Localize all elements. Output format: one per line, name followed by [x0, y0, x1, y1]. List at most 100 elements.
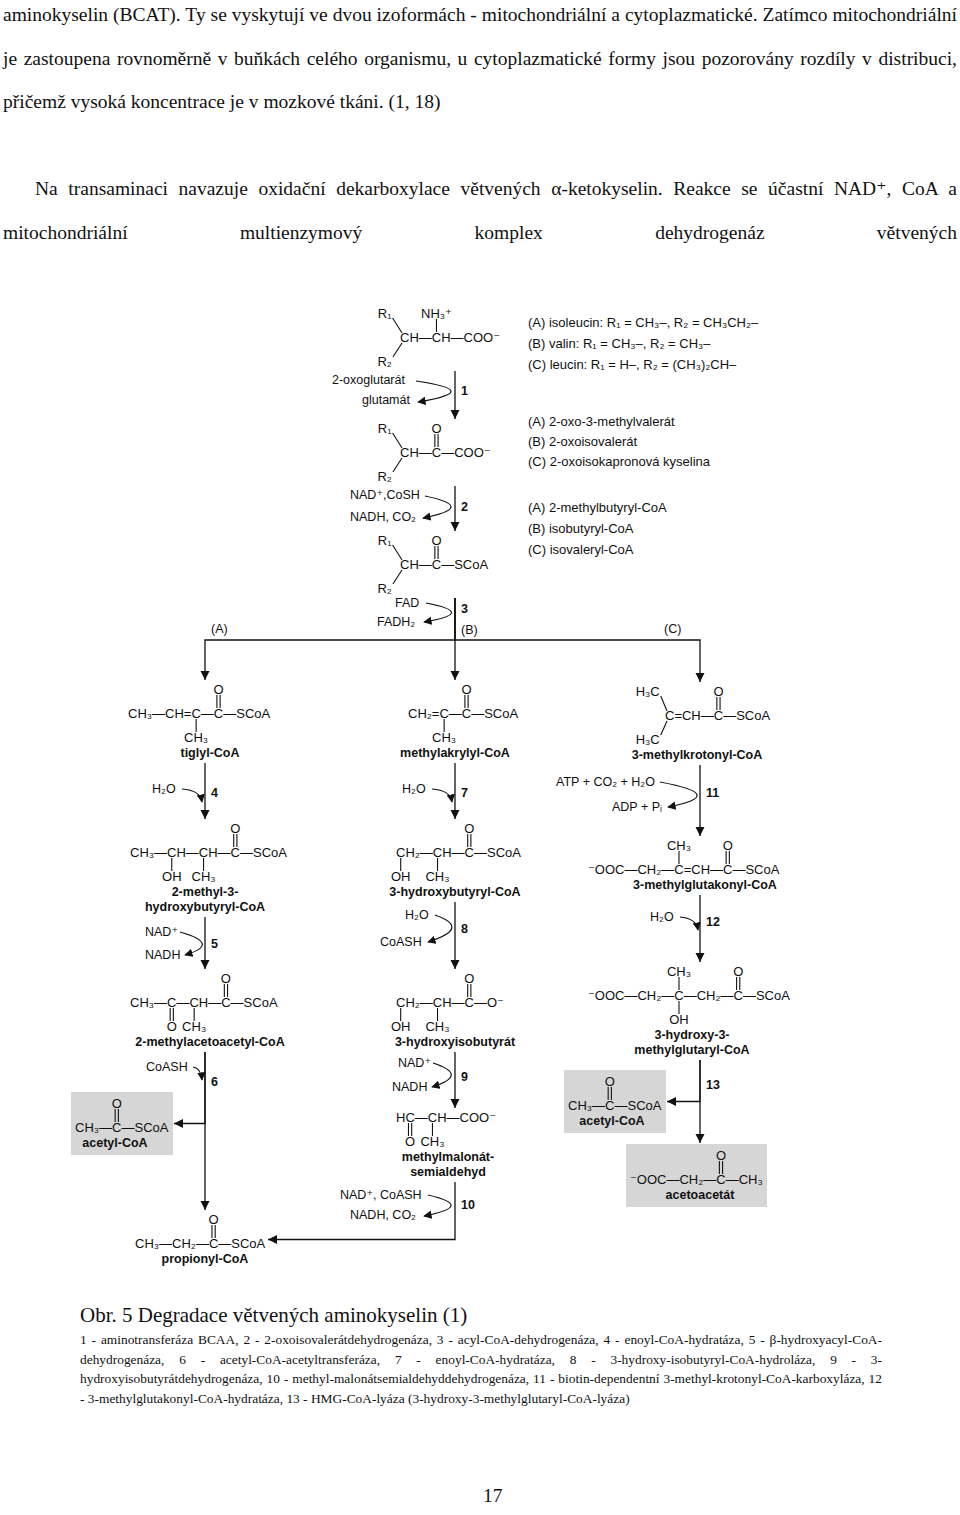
cofactor-label: ADP + Pᵢ: [612, 800, 662, 815]
reaction-arrow: [455, 598, 705, 682]
compound: OCH₃—CH₂—C—SCoApropionyl-CoA: [134, 1211, 267, 1268]
reaction-arrow: [451, 902, 460, 969]
branch-label: (C): [664, 622, 681, 637]
formula-text: O: [167, 1019, 177, 1034]
arrow-line: [454, 902, 455, 969]
cofactor-label: NAD⁺: [145, 925, 178, 940]
compound-name: 3-methylkrotonyl-CoA: [632, 748, 763, 763]
formula-text: O: [405, 1134, 415, 1149]
formula-text: O: [733, 964, 743, 979]
product-box: O⁻OOC—CH₂—C—CH₃acetoacetát: [626, 1144, 767, 1207]
formula-text: O: [221, 971, 231, 986]
formula-text: CH₃: [667, 838, 691, 853]
arrow-line: [268, 1182, 455, 1240]
arrowhead: [696, 953, 705, 962]
formula-text: CH₃: [192, 869, 216, 884]
formula-text: O: [605, 1074, 615, 1089]
formula-text: CH₃—C—SCoA: [568, 1098, 661, 1113]
structure-key: (A) 2-methylbutyryl-CoA: [528, 500, 667, 515]
arrowhead: [201, 671, 210, 680]
compound-name: tiglyl-CoA: [180, 746, 239, 761]
arrow-line: [205, 598, 455, 680]
formula-text: CH₃—C—CH—C—SCoA: [130, 995, 278, 1010]
cofactor-label: NAD⁺,CoSH: [350, 488, 420, 503]
compound: OCH₃—CH—CH—C—SCoAOHCH₃2-methyl-3- hydrox…: [129, 820, 288, 916]
arrowhead: [451, 671, 460, 680]
compound-name: acetyl-CoA: [579, 1114, 644, 1129]
formula-text: OH: [162, 869, 182, 884]
structure-key: (A) 2-oxo-3-methylvalerát: [528, 414, 675, 429]
branch-label: (A): [211, 622, 228, 637]
reaction-arrow: [667, 1060, 700, 1106]
arrowhead: [696, 1134, 705, 1143]
compound: R₁NH₃⁺CH—CH—COO⁻R₂: [376, 305, 502, 370]
arrowhead: [201, 1201, 210, 1210]
formula-text: O: [431, 421, 441, 436]
step-number: 5: [211, 937, 218, 952]
formula-text: CH₃—CH=C—C—SCoA: [128, 706, 270, 721]
cofactor-label: NAD⁺: [398, 1056, 431, 1071]
step-number: 7: [461, 786, 468, 801]
enzyme-legend: 1 - aminotransferáza BCAA, 2 - 2-oxoisov…: [80, 1330, 882, 1408]
compound: R₁OCH—C—COO⁻R₂: [376, 420, 492, 485]
formula-text: CH₃—CH₂—C—SCoA: [135, 1236, 265, 1251]
cofactor-label: CoASH: [380, 935, 422, 950]
structure-key: (B) valin: R₁ = CH₃–, R₂ = CH₃–: [528, 336, 711, 351]
formula-text: CH—C—COO⁻: [400, 445, 491, 460]
formula-text: O: [713, 684, 723, 699]
compound-name: 2-methylacetoacetyl-CoA: [135, 1035, 284, 1050]
page-number: 17: [483, 1484, 503, 1508]
arrowhead: [451, 810, 460, 819]
arrowhead: [451, 960, 460, 969]
formula-text: O: [723, 838, 733, 853]
step-number: 11: [706, 786, 719, 801]
cofactor-label: FAD: [395, 596, 419, 611]
formula-text: CH₃: [425, 1019, 449, 1034]
cofactor-arrow: [423, 496, 451, 518]
formula-text: R₂: [377, 581, 391, 596]
cofactor-label: H₂O: [152, 782, 176, 797]
arrowhead: [696, 827, 705, 836]
compound-name: 3-hydroxybutyryl-CoA: [389, 885, 520, 900]
formula-text: CH₃: [432, 730, 456, 745]
step-number: 1: [461, 384, 468, 399]
cofactor-label: NAD⁺, CoASH: [340, 1188, 422, 1203]
formula-text: R₂: [377, 354, 391, 369]
reaction-arrow: [696, 895, 705, 962]
formula-text: CH₃—CH—CH—C—SCoA: [130, 845, 287, 860]
reaction-arrow: [451, 763, 460, 819]
compound: OCH₂—CH—C—O⁻OHCH₃3-hydroxyisobutyrát: [389, 970, 517, 1051]
cofactor-label: 2-oxoglutarát: [332, 373, 405, 388]
formula-text: R₁: [378, 306, 392, 321]
compound: O CH₃—C—CH—C—SCoA O CH₃2-methylacetoacetyl-…: [129, 970, 286, 1051]
structure-key: (B) 2-oxoisovalerát: [528, 434, 637, 449]
cofactor-arrow: [424, 603, 452, 622]
formula-text: CH₃: [182, 1019, 206, 1034]
reaction-arrow: [451, 371, 460, 419]
formula-text: ⁻OOC—CH₂—C—CH₃: [630, 1172, 763, 1187]
step-number: 6: [211, 1075, 218, 1090]
formula-text: CH₂=C—C—SCoA: [408, 706, 518, 721]
reaction-arrow: [268, 1182, 455, 1244]
body-text: Na transaminaci navazuje oxidační dekarb…: [3, 167, 957, 254]
formula-text: CH₃: [420, 1134, 444, 1149]
compound-name: propionyl-CoA: [162, 1252, 249, 1267]
formula-text: ⁻OOC—CH₂—C=CH—C—SCoA: [588, 862, 779, 877]
arrowhead: [201, 960, 210, 969]
step-number: 3: [461, 602, 468, 617]
arrow-line: [455, 598, 700, 682]
formula-text: O: [112, 1096, 122, 1111]
formula-text: H₃C: [636, 684, 660, 699]
step-number: 8: [461, 922, 468, 937]
formula-text: CH₃: [667, 964, 691, 979]
compound: CH₃O⁻OOC—CH₂—C—CH₂—C—SCoAOH3-hydroxy-3- …: [587, 963, 791, 1059]
compound-name: acetyl-CoA: [82, 1136, 147, 1151]
compound: HC—CH—COO⁻OCH₃methylmalonát- semialdehyd: [387, 1109, 509, 1181]
formula-text: O: [431, 533, 441, 548]
formula-text: R₂: [377, 469, 391, 484]
cofactor-label: H₂O: [405, 908, 429, 923]
chemical-bond: [661, 721, 667, 735]
cofactor-arrow: [432, 1063, 451, 1087]
compound: H₃COC=CH—C—SCoAH₃C3-methylkrotonyl-CoA: [630, 683, 772, 764]
cofactor-arrow: [428, 915, 452, 942]
